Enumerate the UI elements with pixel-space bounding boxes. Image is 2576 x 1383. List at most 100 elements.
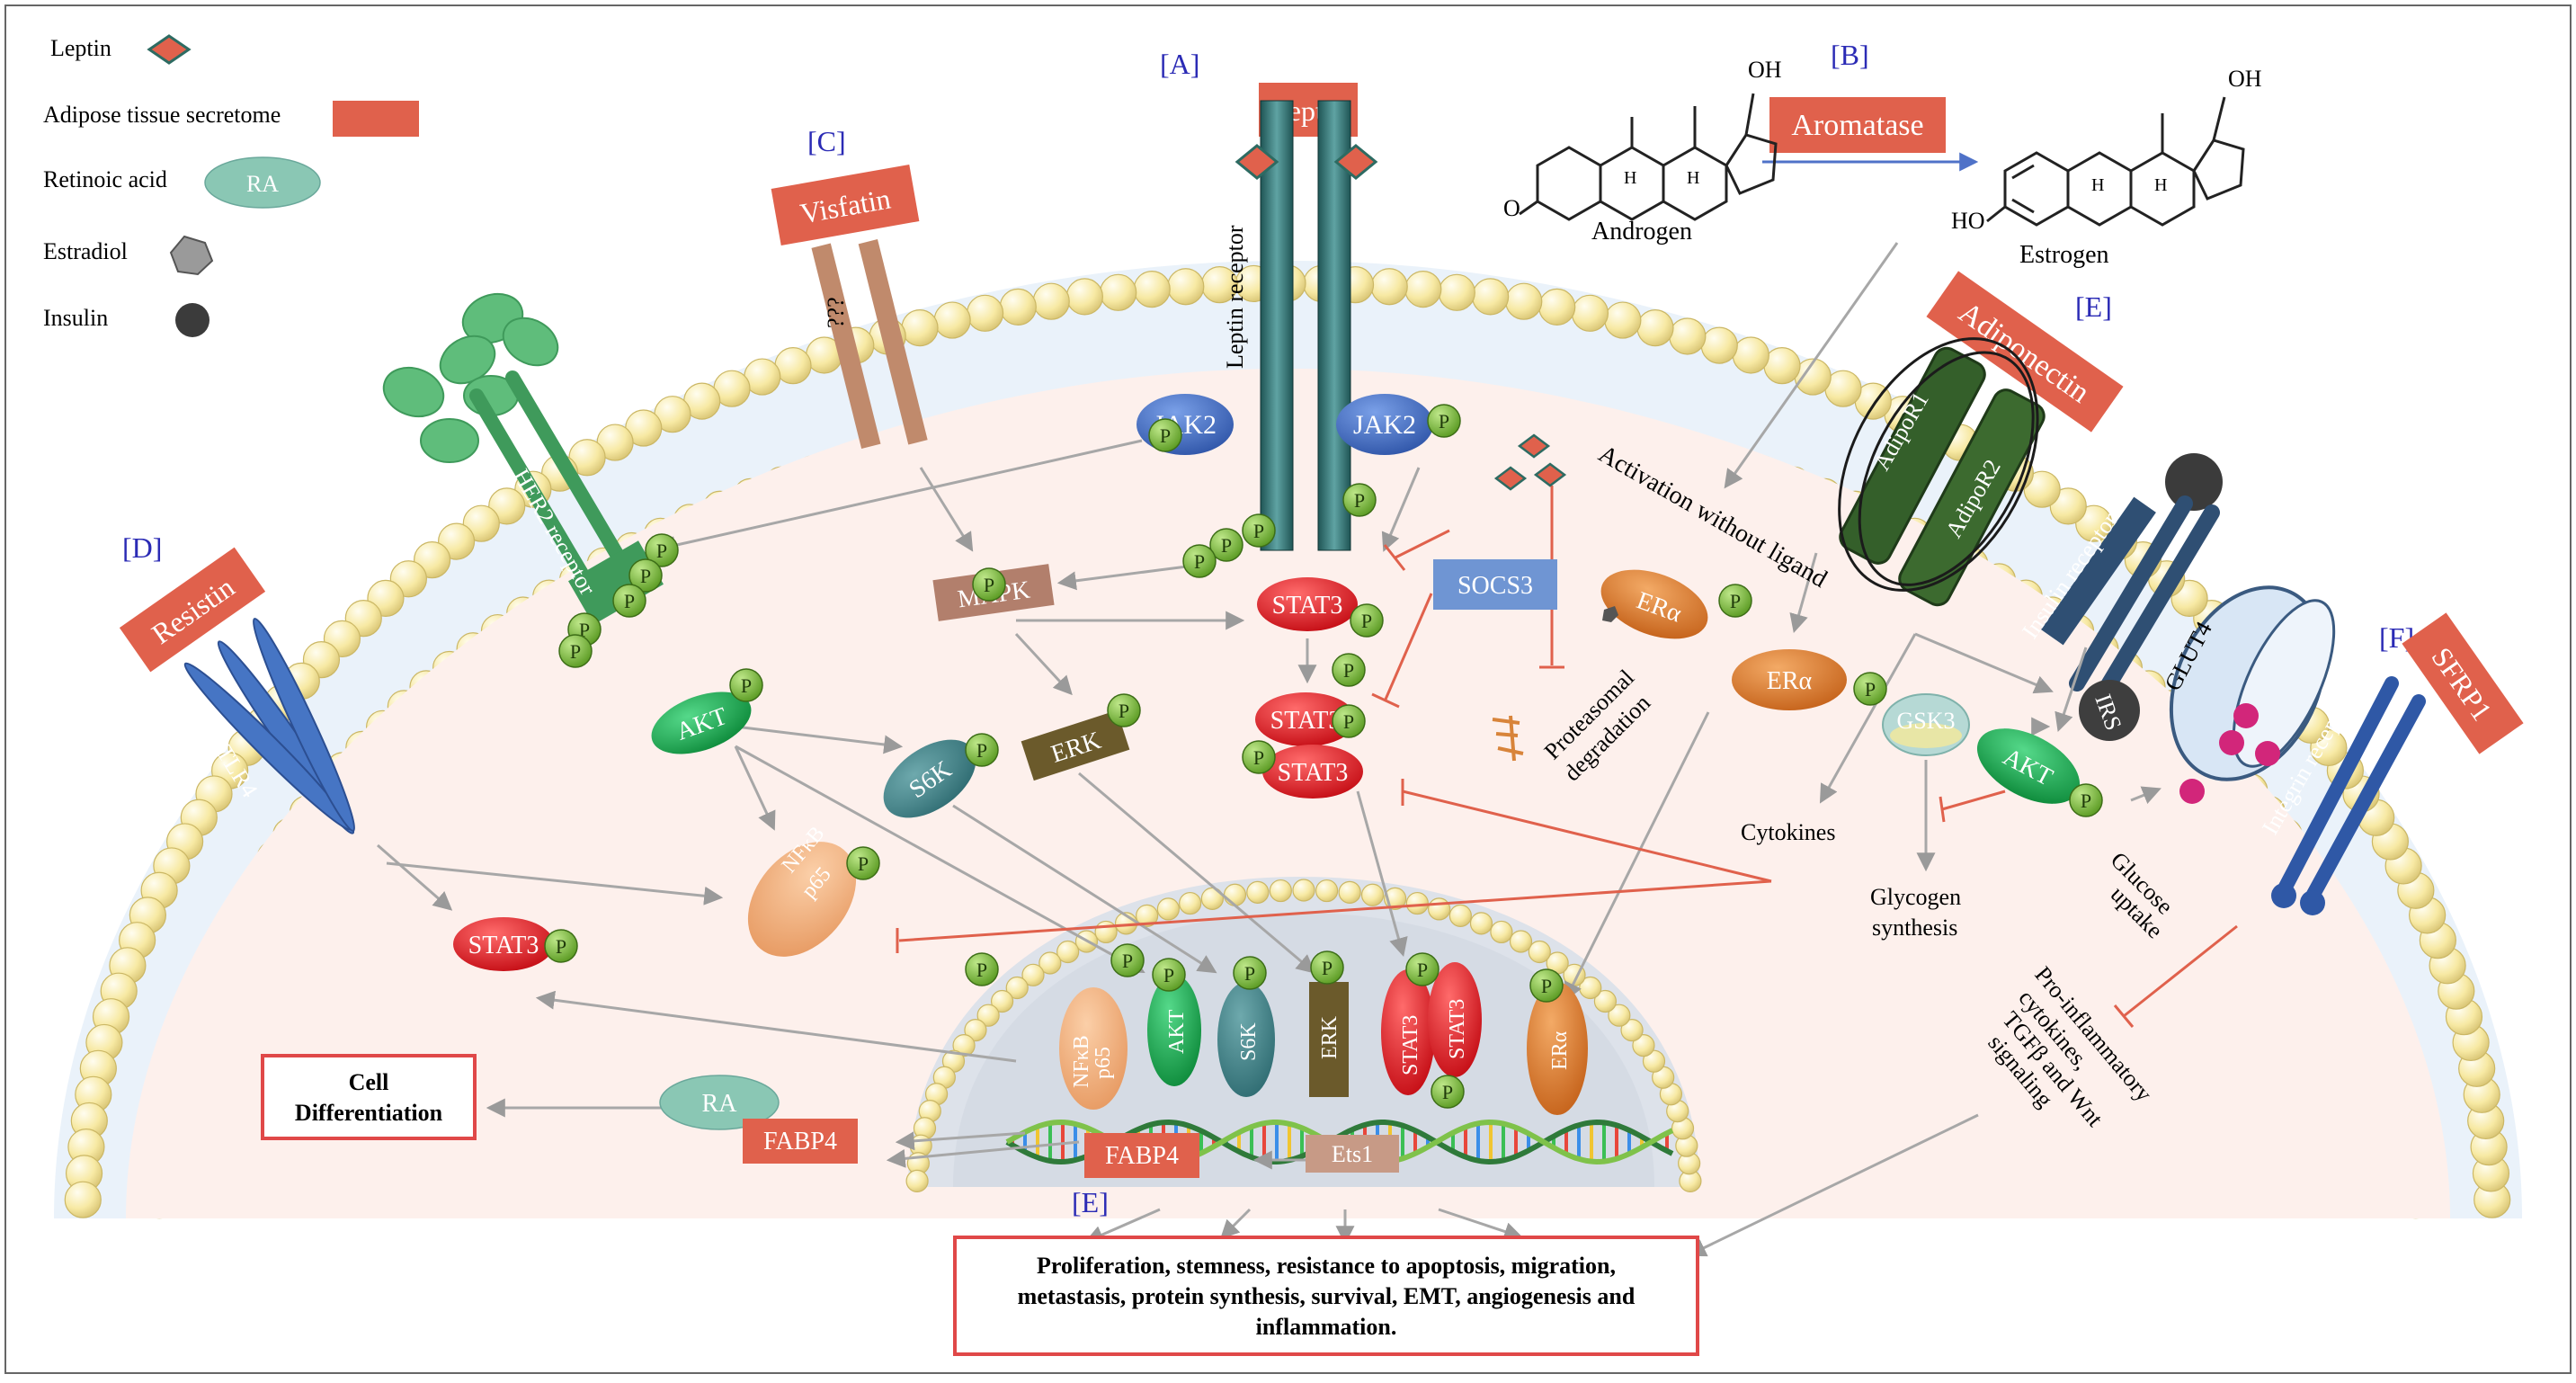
svg-text:OH: OH [1748,57,1782,83]
phosphate-icon: P [1182,544,1217,578]
svg-text:STAT3: STAT3 [1399,1015,1422,1075]
proteasome-icon [1492,715,1524,762]
estradiol-icon [169,235,214,276]
svg-text:H: H [1624,168,1636,188]
nucleus [905,877,1702,1193]
aromatase-label: Aromatase [1791,109,1923,142]
stat3-left: STAT3 [453,917,554,971]
svg-text:H: H [2091,175,2104,195]
leptin-cluster [1493,433,1567,491]
svg-text:P: P [1221,534,1232,557]
ra-fabp4-complex: RA FABP4 [659,1075,858,1164]
svg-text:P: P [1194,550,1205,573]
akt-node-left: AKT [651,692,752,754]
glycogen-label: Glycogen [1870,884,1961,910]
phosphate-icon: P [558,634,593,668]
era-node-1: ERα [1600,569,1708,639]
section-e-top: [E] [2075,290,2112,323]
svg-text:HO: HO [1951,208,1985,234]
svg-text:STAT3: STAT3 [1270,707,1341,735]
svg-text:P: P [1253,746,1264,769]
leptin-receptor-label: Leptin receptor [1222,225,1248,369]
akt-node-right: AKT [1976,728,2081,804]
svg-text:H: H [1687,168,1699,188]
svg-text:H: H [2154,175,2167,195]
socs3-node: SOCS3 [1433,559,1557,610]
phosphate-icon: P [972,567,1006,602]
sfrp1-box [2402,612,2524,754]
phosphate-icon: P [1427,404,1461,438]
svg-text:S6K: S6K [1237,1022,1261,1061]
jak2-right: JAK2 [1336,394,1433,455]
svg-text:Proliferation, stemness, resis: Proliferation, stemness, resistance to a… [1037,1253,1616,1279]
svg-text:P: P [1541,975,1552,997]
adiponectin-box [1926,271,2124,433]
fabp4-nuclear: FABP4 [1084,1133,1199,1178]
section-e-bottom: [E] [1072,1186,1109,1218]
svg-text:O: O [1503,195,1520,221]
cytokines-label: Cytokines [1741,819,1835,845]
svg-text:P: P [741,674,752,697]
svg-text:Cell: Cell [349,1069,389,1095]
phosphate-icon: P [1529,968,1564,1003]
svg-text:STAT3: STAT3 [468,932,539,959]
irs-node [2079,680,2140,741]
nuclear-stat3: STAT3 STAT3 [1381,962,1482,1095]
ets1-node: Ets1 [1306,1135,1399,1173]
visfatin-box [771,164,920,246]
svg-text:P: P [1244,962,1255,985]
svg-text:OH: OH [2228,66,2262,92]
outcome-box: Proliferation, stemness, resistance to a… [953,1236,1699,1356]
phosphate-icon: P [1152,958,1186,992]
stat3-dimer: STAT3 STAT3 [1255,692,1363,799]
phosphate-icon: P [729,668,763,702]
section-labels: [A] [B] [C] [D] [E] [E] [F] [122,39,2414,1218]
svg-text:FABP4: FABP4 [1105,1142,1179,1170]
svg-text:P: P [976,959,987,981]
svg-text:P: P [976,739,987,762]
phosphate-icon: P [1310,950,1344,985]
unknown-receptor-label: ??? [823,297,849,328]
svg-text:FABP4: FABP4 [763,1128,837,1155]
svg-text:P: P [1163,964,1174,986]
section-d: [D] [122,531,162,564]
signal-arrows [377,242,2162,1257]
cell-differentiation-box: Cell Differentiation [261,1054,477,1140]
svg-text:NFκB: NFκB [1070,1035,1093,1088]
tlr4-receptor: Resistin TLR4 [119,547,356,834]
svg-text:ERK: ERK [1318,1015,1341,1059]
gsk3-node: GSK3 [1882,693,1970,756]
phosphate-icon: P [1107,693,1141,727]
svg-text:P: P [858,852,869,875]
nuclear-akt: AKT [1147,975,1201,1086]
svg-text:AKT: AKT [1165,1009,1189,1054]
svg-text:P: P [1730,590,1741,612]
svg-text:P: P [1322,957,1333,979]
legend-estradiol-label: Estradiol [43,238,128,264]
phosphate-icon: P [1342,483,1377,517]
svg-text:P: P [1343,659,1354,682]
svg-text:GSK3: GSK3 [1896,708,1955,734]
phosphate-icon: P [1110,943,1145,977]
svg-text:STAT3: STAT3 [1446,999,1469,1059]
retinoic-acid-icon [204,156,321,209]
svg-text:P: P [624,590,635,612]
svg-text:STAT3: STAT3 [1278,759,1349,787]
phosphate-icon: P [846,846,880,880]
svg-text:P: P [1865,678,1876,700]
phosphate-icon: P [1718,584,1752,618]
svg-text:P: P [984,574,994,596]
phosphate-icon: P [1405,952,1440,986]
phosphate-icon: P [1242,740,1276,774]
svg-text:P: P [1442,1081,1453,1103]
stat3-top: STAT3 [1257,577,1358,631]
era-node-2: ERα [1732,649,1847,710]
leptin-receptor: Leptin Leptin receptor [1222,83,1378,551]
svg-text:p65: p65 [1092,1047,1115,1079]
svg-text:SOCS3: SOCS3 [1457,572,1533,600]
svg-text:P: P [1253,520,1264,542]
section-b: [B] [1831,39,1869,71]
leptin-ligand-icon [1235,144,1279,180]
